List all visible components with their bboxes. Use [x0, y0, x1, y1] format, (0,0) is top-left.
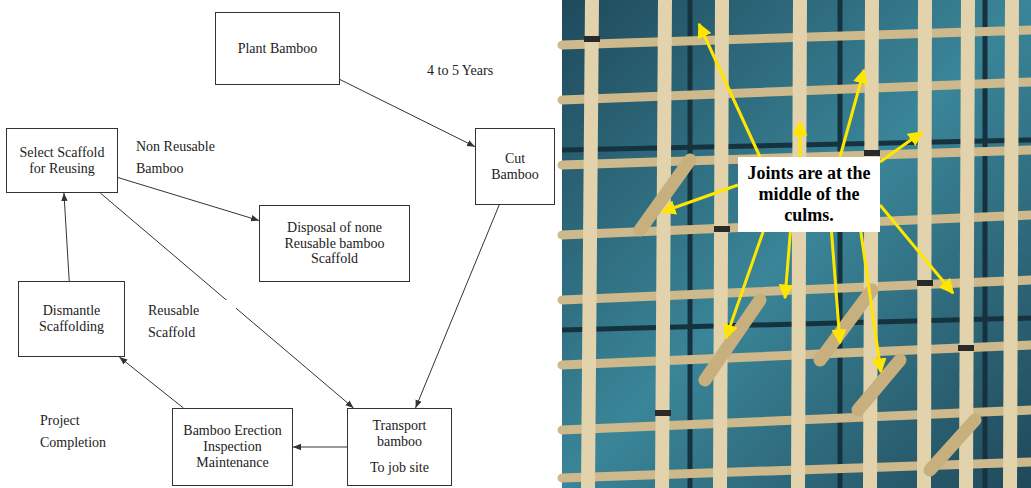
- process-box: Transport bamboo To job site: [347, 408, 452, 486]
- box-text: Dismantle Scaffolding: [25, 303, 118, 334]
- bamboo-pole: [798, 0, 800, 488]
- box-text: To job site: [370, 460, 429, 476]
- process-box: Plant Bamboo: [215, 12, 340, 85]
- flow-arrow: [416, 205, 500, 408]
- rope-ties: [584, 36, 974, 416]
- rope-tie: [655, 410, 671, 416]
- leader-arrow: [699, 24, 760, 157]
- box-text: Plant Bamboo: [238, 41, 318, 57]
- leader-arrow: [799, 122, 802, 157]
- bamboo-pole: [924, 0, 925, 488]
- flow-arrow: [64, 193, 69, 281]
- box-text: Disposal of none Reusable bamboo Scaffol…: [266, 220, 403, 267]
- window-frame: [688, 0, 693, 488]
- protruding-poles: [640, 160, 975, 470]
- leader-arrow: [662, 185, 738, 212]
- rope-tie: [714, 226, 730, 232]
- bamboo-stub: [705, 300, 760, 380]
- callout-box: Joints are at the middle of the culms.: [738, 157, 880, 232]
- callout-text: Joints are at the middle of the culms.: [744, 163, 874, 225]
- edge-label: Non Reusable Bamboo: [134, 136, 246, 179]
- process-box: Dismantle Scaffolding: [18, 281, 125, 357]
- box-text: Select Scaffold for Reusing: [13, 145, 111, 176]
- bamboo-stub: [640, 160, 690, 230]
- box-text: Transport bamboo: [354, 418, 445, 449]
- vertical-poles: [588, 0, 1012, 488]
- bamboo-pole: [588, 0, 592, 488]
- flow-arrow: [293, 447, 347, 448]
- bamboo-pole: [966, 0, 968, 488]
- rope-tie: [917, 280, 933, 286]
- rope-tie: [584, 36, 600, 42]
- process-box: Select Scaffold for Reusing: [6, 128, 118, 193]
- rope-tie: [958, 345, 974, 351]
- bamboo-stub: [930, 420, 975, 470]
- box-text: Bamboo Erection Inspection Maintenance: [179, 423, 286, 470]
- rope-tie: [864, 150, 880, 156]
- bamboo-pole: [870, 0, 872, 488]
- flow-arrow: [118, 178, 259, 221]
- bamboo-pole: [1010, 0, 1012, 488]
- process-box: Bamboo Erection Inspection Maintenance: [172, 408, 293, 486]
- edge-label: 4 to 5 Years: [425, 60, 524, 82]
- process-box: Cut Bamboo: [475, 128, 555, 205]
- leader-arrow: [858, 212, 881, 372]
- flow-arrow: [340, 80, 475, 147]
- leader-arrow: [840, 70, 864, 157]
- box-text: Cut Bamboo: [482, 151, 548, 182]
- leader-arrows: [662, 24, 953, 372]
- edge-label: Reusable Scaffold: [146, 300, 236, 343]
- leader-arrow: [880, 132, 922, 162]
- glass-facade: [562, 0, 1031, 488]
- edge-label: Project Completion: [38, 410, 140, 453]
- process-box: Disposal of none Reusable bamboo Scaffol…: [259, 205, 410, 282]
- flow-arrow: [119, 357, 183, 408]
- leader-arrow: [880, 205, 953, 293]
- bamboo-stub: [820, 290, 872, 360]
- window-frames: [562, 0, 1031, 488]
